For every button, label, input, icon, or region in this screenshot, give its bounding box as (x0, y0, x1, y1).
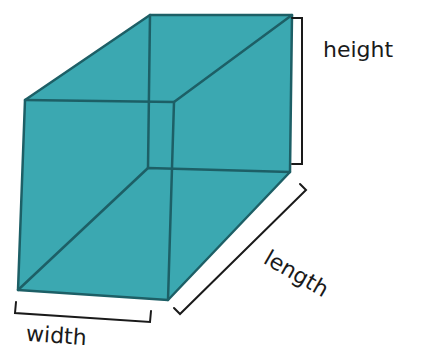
dimension-label: length (260, 246, 333, 302)
length-bracket (174, 184, 306, 314)
width-bracket (15, 302, 151, 322)
front-top-edge (25, 15, 292, 102)
height-bracket (292, 18, 302, 164)
outline-edge (18, 15, 292, 300)
dimension-label: width (25, 322, 87, 350)
prism-edges (18, 15, 292, 300)
hidden-edge (148, 15, 150, 168)
prism-fill (18, 15, 292, 300)
dimension-brackets (15, 18, 306, 322)
prism (18, 15, 292, 300)
dimension-label: height (323, 38, 393, 62)
front-right-edge (168, 102, 174, 300)
hidden-edge (18, 168, 290, 290)
